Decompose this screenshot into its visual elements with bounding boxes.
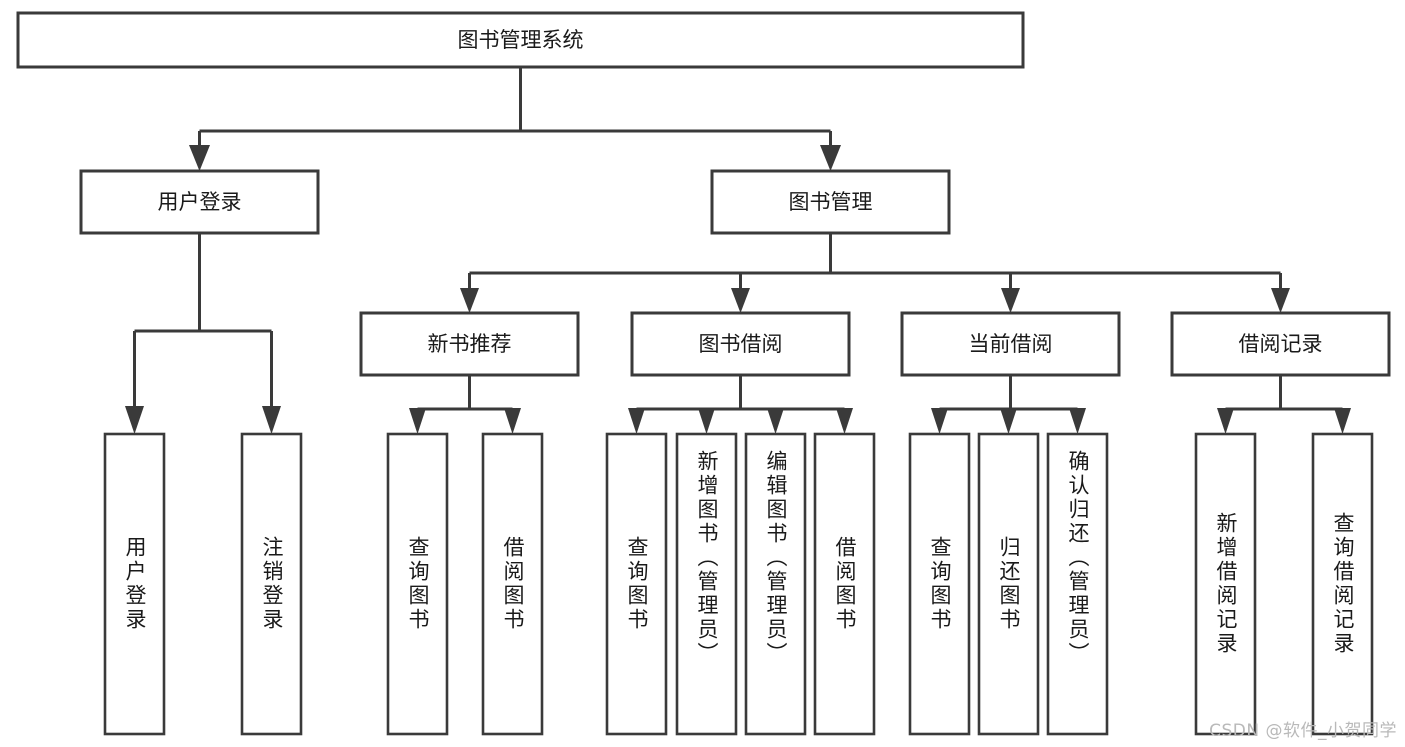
arrow-leaf-add-record xyxy=(1217,408,1234,434)
node-book-borrow-label: 图书借阅 xyxy=(699,332,783,356)
node-book-manage-box[interactable] xyxy=(710,169,951,235)
node-user-login-box[interactable] xyxy=(79,169,320,235)
node-leaf-edit-book-box[interactable] xyxy=(744,432,807,736)
node-leaf-borrow-book-2-box[interactable] xyxy=(813,432,876,736)
node-book-manage-label: 图书管理 xyxy=(789,190,873,214)
arrow-user-login xyxy=(189,145,210,171)
arrow-new-book-recommend xyxy=(460,288,479,313)
arrow-leaf-add-book xyxy=(698,408,715,434)
node-new-book-recommend-box[interactable] xyxy=(359,311,580,377)
node-leaf-query-record-box[interactable] xyxy=(1311,432,1374,736)
node-leaf-user-logout-box[interactable] xyxy=(240,432,303,736)
arrow-leaf-query-book-2 xyxy=(628,408,645,434)
node-root-box[interactable] xyxy=(16,11,1025,69)
arrow-leaf-return-book xyxy=(1000,408,1017,434)
arrow-leaf-user-login xyxy=(125,406,144,434)
node-leaf-user-login-box[interactable] xyxy=(103,432,166,736)
arrow-borrow-record xyxy=(1271,288,1290,313)
arrow-leaf-query-book-1 xyxy=(409,408,426,434)
node-borrow-record-box[interactable] xyxy=(1170,311,1391,377)
arrow-leaf-confirm-return xyxy=(1069,408,1086,434)
node-borrow-record-label: 借阅记录 xyxy=(1239,332,1323,356)
node-current-borrow-label: 当前借阅 xyxy=(969,332,1053,356)
node-root-label: 图书管理系统 xyxy=(458,28,584,52)
arrow-leaf-user-logout xyxy=(262,406,281,434)
watermark-text: CSDN @软件_小贺同学 xyxy=(1209,721,1397,741)
arrow-book-borrow xyxy=(731,288,750,313)
node-new-book-recommend-label: 新书推荐 xyxy=(428,332,512,356)
node-leaf-query-book-3-box[interactable] xyxy=(908,432,971,736)
nodes-group: 图书管理系统 用户登录 图书管理 新书推荐 图书借阅 当前借阅 借阅记录 xyxy=(16,11,1391,736)
arrow-leaf-edit-book xyxy=(767,408,784,434)
node-leaf-query-book-1-box[interactable] xyxy=(386,432,449,736)
arrow-book-manage xyxy=(820,145,841,171)
edges-group xyxy=(125,67,1351,434)
node-leaf-add-record-box[interactable] xyxy=(1194,432,1257,736)
arrow-leaf-query-record xyxy=(1334,408,1351,434)
arrow-leaf-borrow-book-1 xyxy=(504,408,521,434)
node-leaf-borrow-book-1-box[interactable] xyxy=(481,432,544,736)
arrow-leaf-borrow-book-2 xyxy=(836,408,853,434)
node-leaf-add-book-box[interactable] xyxy=(675,432,738,736)
node-current-borrow-box[interactable] xyxy=(900,311,1121,377)
node-user-login-label: 用户登录 xyxy=(158,190,242,214)
arrow-leaf-query-book-3 xyxy=(931,408,948,434)
node-leaf-return-book-box[interactable] xyxy=(977,432,1040,736)
node-leaf-query-book-2-box[interactable] xyxy=(605,432,668,736)
node-leaf-confirm-return-box[interactable] xyxy=(1046,432,1109,736)
node-book-borrow-box[interactable] xyxy=(630,311,851,377)
arrow-current-borrow xyxy=(1001,288,1020,313)
